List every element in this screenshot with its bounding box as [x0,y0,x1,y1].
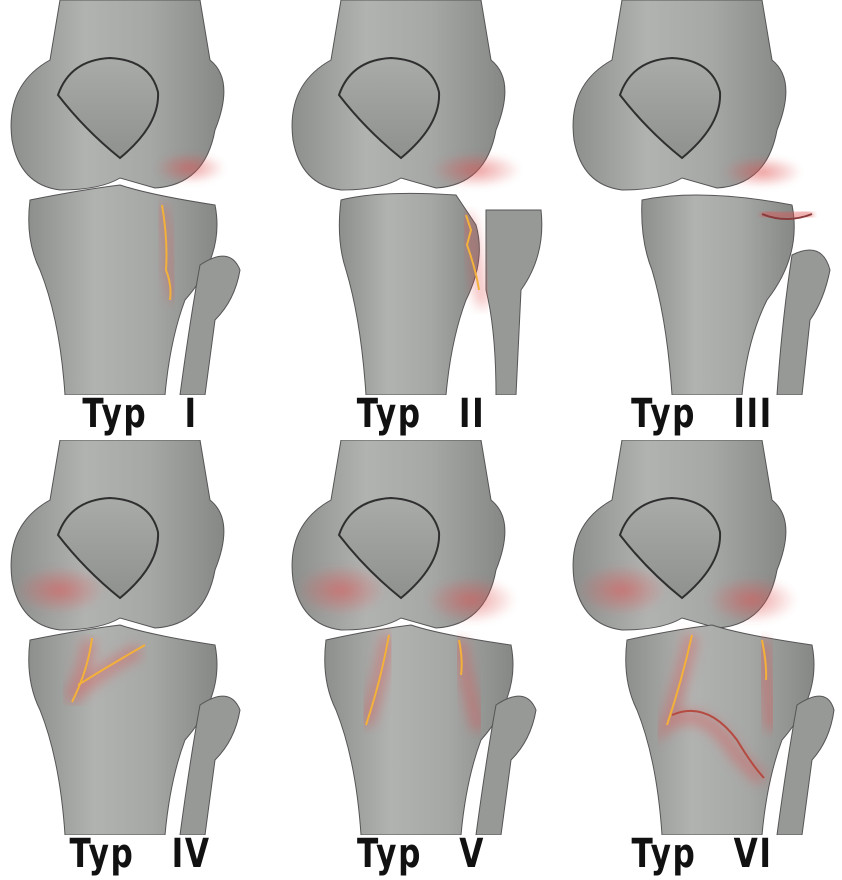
panel-type-3: Typ III [562,0,842,440]
type-label: Typ IV [31,828,249,880]
knee-illustration-type-5 [281,440,561,835]
type-label: Typ II [312,388,530,440]
type-label: Typ VI [593,828,811,880]
knee-illustration-type-3 [562,0,842,395]
knee-illustration-type-2 [281,0,561,395]
panel-type-4: Typ IV [0,440,280,880]
knee-illustration-type-1 [0,0,280,395]
knee-illustration-type-4 [0,440,280,835]
knee-illustration-type-6 [562,440,842,835]
type-label: Typ III [593,388,811,440]
panel-type-2: Typ II [281,0,561,440]
type-label: Typ I [31,388,249,440]
panel-type-6: Typ VI [562,440,842,880]
type-label: Typ V [312,828,530,880]
panel-type-5: Typ V [281,440,561,880]
panel-type-1: Typ I [0,0,280,440]
